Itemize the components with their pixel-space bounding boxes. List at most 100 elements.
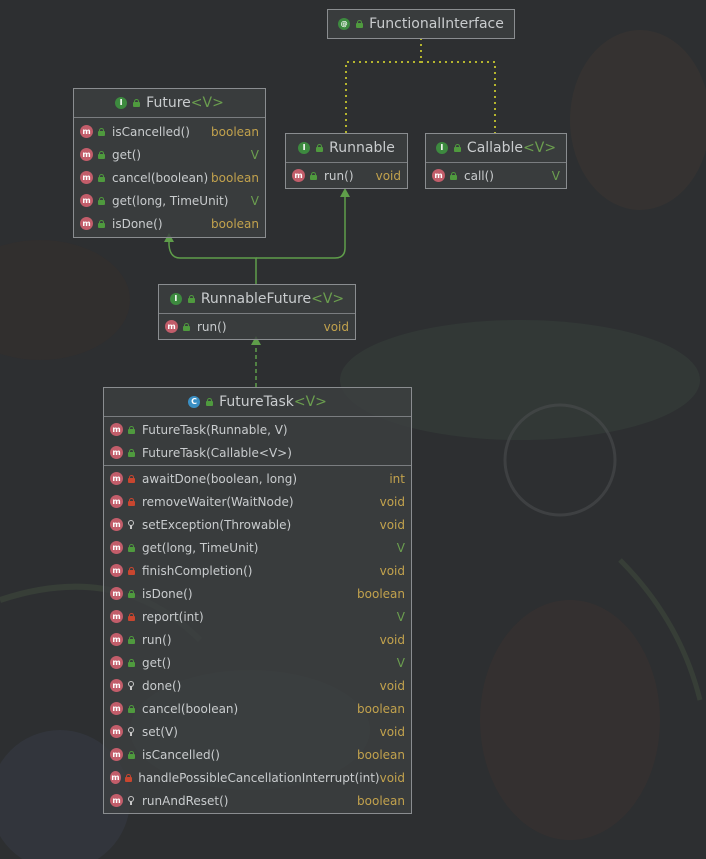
key-icon	[128, 681, 134, 690]
unlock-icon	[453, 144, 461, 152]
method-icon: m	[110, 541, 123, 554]
unlock-icon	[127, 635, 135, 644]
return-type: void	[379, 517, 405, 532]
method-icon: m	[110, 771, 121, 784]
visibility-marker	[126, 543, 136, 552]
method-signature: report(int)	[142, 609, 204, 624]
return-type: void	[379, 724, 405, 739]
method-row[interactable]: m isCancelled() boolean	[104, 743, 411, 766]
interface-icon: I	[298, 142, 311, 154]
method-icon: m	[110, 794, 123, 807]
class-icon: C	[188, 396, 201, 408]
method-icon: m	[292, 169, 305, 182]
return-type: boolean	[211, 170, 259, 185]
return-type: boolean	[357, 701, 405, 716]
return-type: boolean	[357, 747, 405, 762]
unlock-icon	[356, 20, 364, 28]
unlock-icon	[97, 127, 105, 136]
method-row[interactable]: m FutureTask(Callable<V>)	[104, 441, 411, 464]
unlock-icon	[206, 398, 214, 406]
visibility-marker	[126, 681, 136, 690]
unlock-icon	[97, 150, 105, 159]
method-icon: m	[110, 656, 123, 669]
key-icon	[128, 520, 134, 529]
method-signature: runAndReset()	[142, 793, 229, 808]
method-signature: isCancelled()	[142, 747, 220, 762]
visibility-marker	[126, 658, 136, 667]
method-icon: m	[110, 446, 123, 459]
node-title: Future<V>	[146, 95, 224, 111]
visibility-marker	[126, 704, 136, 713]
return-type: V	[396, 655, 405, 670]
return-type: void	[379, 494, 405, 509]
unlock-icon	[127, 425, 135, 434]
method-icon: m	[110, 587, 123, 600]
visibility-marker	[96, 196, 106, 205]
method-icon: m	[110, 748, 123, 761]
method-signature: run()	[324, 168, 354, 183]
visibility-marker	[96, 127, 106, 136]
visibility-marker	[126, 612, 136, 621]
node-title: FunctionalInterface	[369, 16, 504, 32]
visibility-marker	[126, 589, 136, 598]
method-signature: get()	[142, 655, 172, 670]
method-signature: isDone()	[112, 216, 163, 231]
visibility-marker	[126, 520, 136, 529]
lock-icon	[127, 497, 135, 506]
method-icon: m	[110, 610, 123, 623]
method-signature: FutureTask(Callable<V>)	[142, 445, 292, 460]
method-icon: m	[110, 679, 123, 692]
return-type: V	[551, 168, 560, 183]
return-type: V	[250, 193, 259, 208]
visibility-marker	[126, 448, 136, 457]
node-title: RunnableFuture<V>	[200, 291, 345, 307]
functional-interface-node[interactable]: @ FunctionalInterface	[327, 9, 515, 39]
method-icon: m	[432, 169, 445, 182]
unlock-icon	[127, 589, 135, 598]
interface-icon: I	[435, 142, 448, 154]
lock-icon	[127, 566, 135, 575]
unlock-icon	[309, 171, 317, 180]
method-signature: done()	[142, 678, 182, 693]
method-icon: m	[80, 171, 93, 184]
visibility-marker	[126, 635, 136, 644]
method-signature: cancel(boolean)	[142, 701, 239, 716]
lock-icon	[127, 612, 135, 621]
method-icon: m	[110, 423, 123, 436]
visibility-marker	[126, 566, 136, 575]
method-signature: get(long, TimeUnit)	[142, 540, 259, 555]
method-row[interactable]: m get() V	[104, 651, 411, 674]
method-signature: get(long, TimeUnit)	[112, 193, 229, 208]
